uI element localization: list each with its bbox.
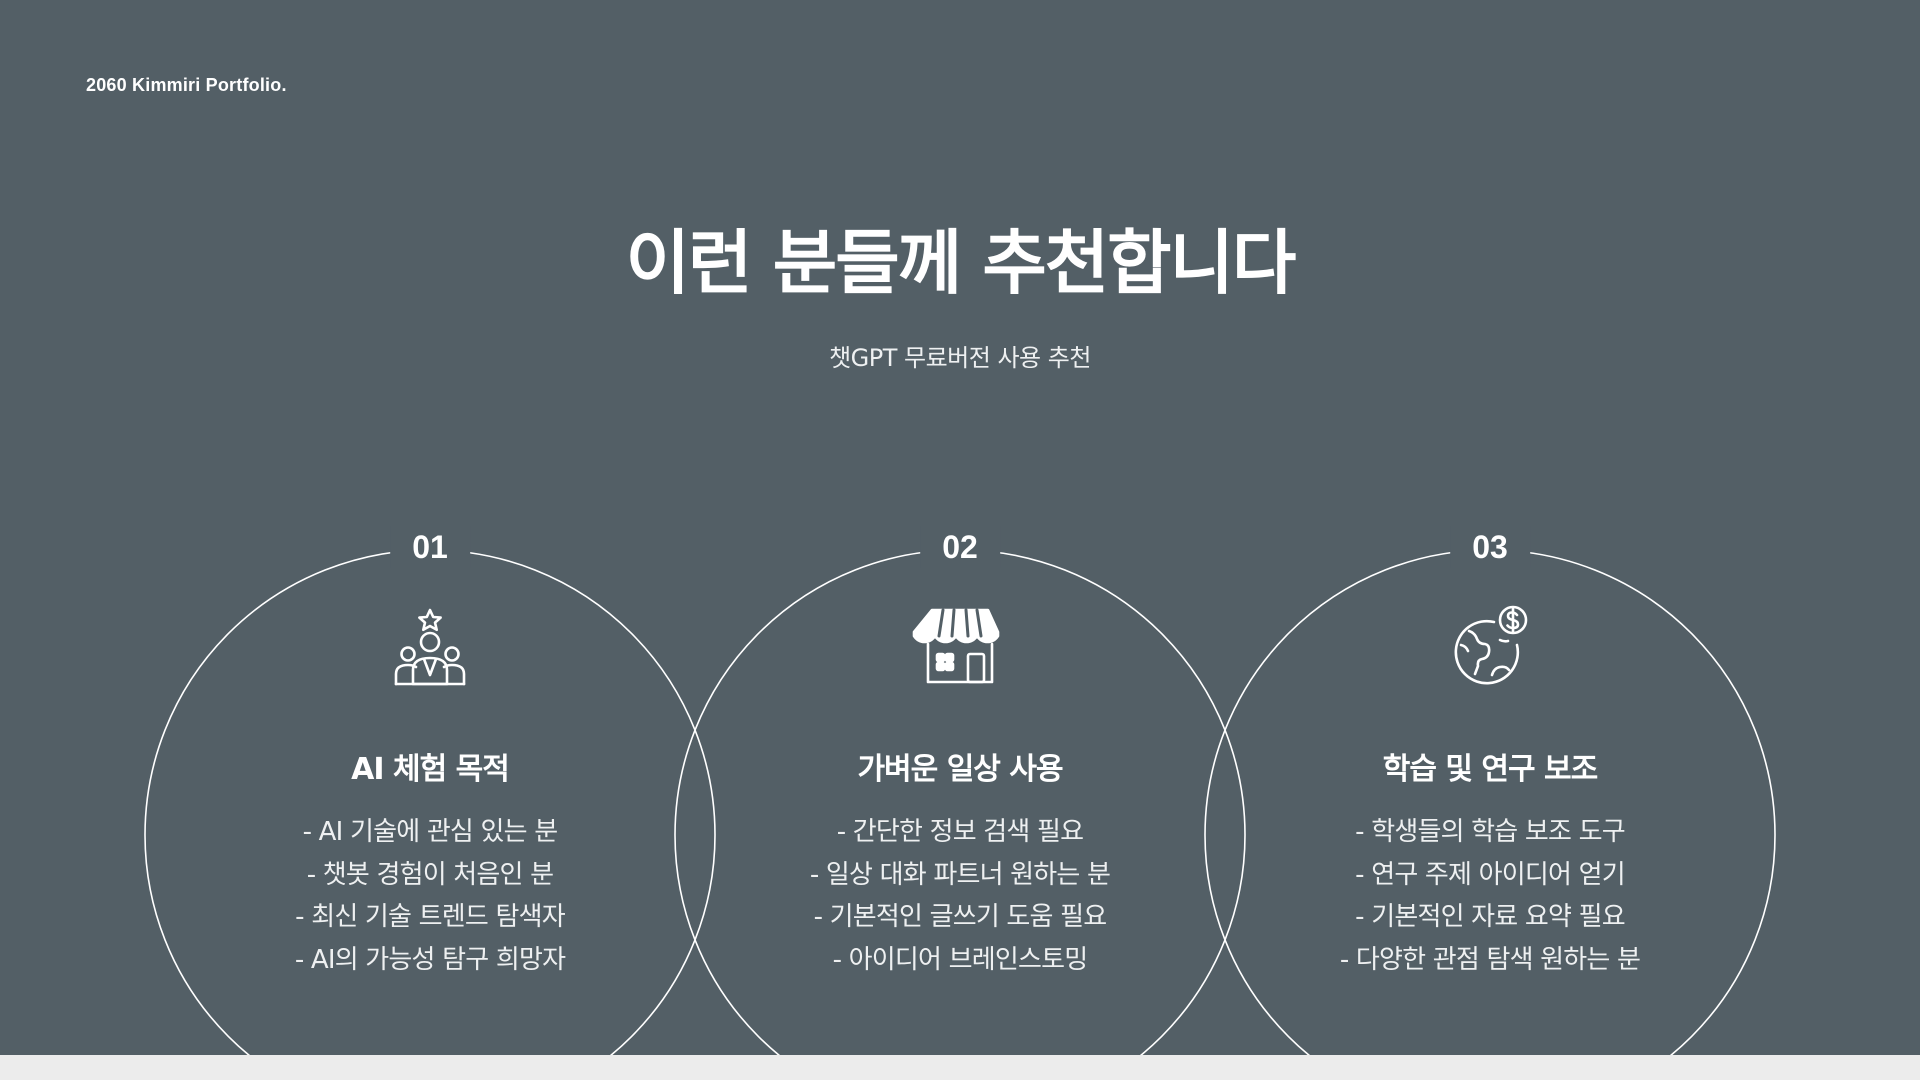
list-item: - AI의 가능성 탐구 희망자 (294, 944, 566, 975)
card-number: 03 (1450, 526, 1530, 568)
list-item: - 챗봇 경험이 처음인 분 (306, 859, 554, 890)
recommendation-card-ai-experience: 01 AI 체험 목적 - AI 기술에 관심 있는 분 - 챗봇 경험이 처음… (220, 526, 640, 996)
list-item: - 최신 기술 트렌드 탐색자 (295, 902, 565, 932)
card-number: 01 (390, 526, 470, 568)
recommendation-card-study-research: 03 학습 및 연구 보조 - 학생들의 학습 보조 도구 - 연구 주제 아이… (1280, 526, 1700, 996)
list-item: - 다양한 관점 탐색 원하는 분 (1339, 944, 1641, 975)
page-subtitle: 챗GPT 무료버전 사용 추천 (829, 344, 1091, 372)
team-leader-star-icon (382, 598, 478, 694)
card-title: AI 체험 목적 (351, 752, 510, 787)
list-item: - 일상 대화 파트너 원하는 분 (809, 859, 1111, 890)
page-title: 이런 분들께 추천합니다 (625, 222, 1297, 304)
list-item: - AI 기술에 관심 있는 분 (302, 817, 559, 847)
card-number: 02 (920, 526, 1000, 568)
list-item: - 학생들의 학습 보조 도구 (1355, 817, 1625, 847)
card-title: 학습 및 연구 보조 (1382, 752, 1599, 787)
footer-bar (0, 1055, 1920, 1080)
list-item: - 아이디어 브레인스토밍 (832, 944, 1089, 975)
list-item: - 간단한 정보 검색 필요 (836, 817, 1084, 847)
card-title: 가벼운 일상 사용 (857, 752, 1063, 787)
list-item: - 기본적인 자료 요약 필요 (1355, 902, 1625, 932)
list-item: - 기본적인 글쓰기 도움 필요 (813, 902, 1108, 932)
card-item-list: - 간단한 정보 검색 필요 - 일상 대화 파트너 원하는 분 - 기본적인 … (750, 811, 1170, 981)
storefront-icon (912, 598, 1008, 694)
globe-dollar-icon (1442, 598, 1538, 694)
brand-label: 2060 Kimmiri Portfolio. (86, 75, 287, 95)
card-item-list: - 학생들의 학습 보조 도구 - 연구 주제 아이디어 얻기 - 기본적인 자… (1280, 811, 1700, 981)
recommendation-card-daily-use: 02 가벼운 일상 사용 - 간단한 정보 검색 필요 - 일상 대화 파트너 … (750, 526, 1170, 996)
card-item-list: - AI 기술에 관심 있는 분 - 챗봇 경험이 처음인 분 - 최신 기술 … (220, 811, 640, 981)
list-item: - 연구 주제 아이디어 얻기 (1355, 859, 1625, 890)
